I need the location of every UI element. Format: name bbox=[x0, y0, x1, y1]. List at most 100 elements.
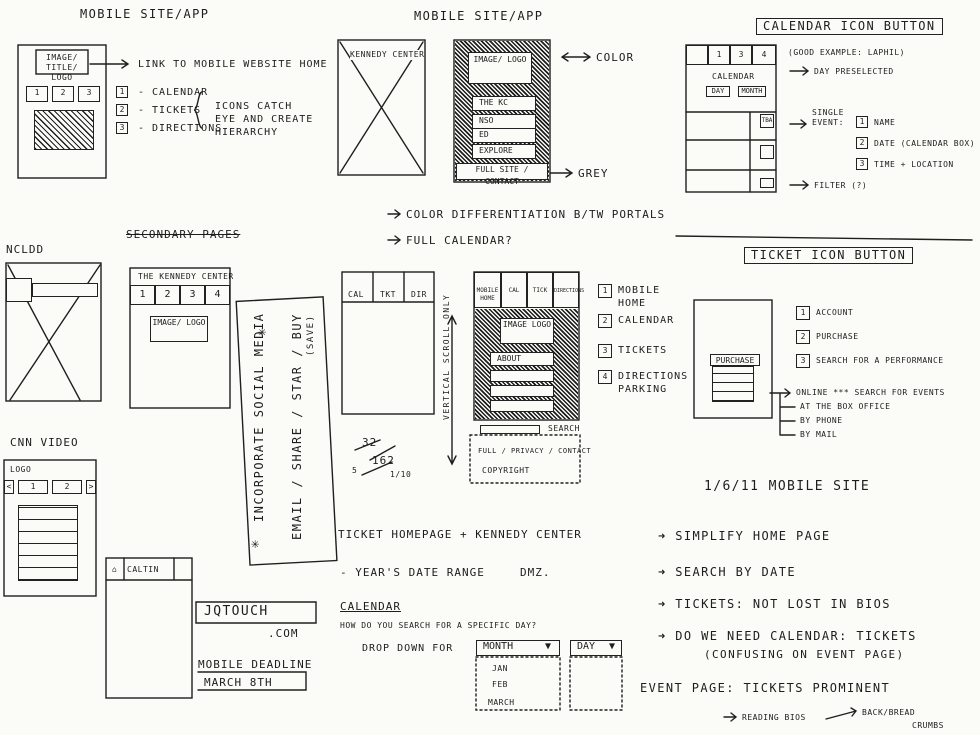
cnn-tab-2[interactable]: 2 bbox=[52, 480, 82, 494]
col1-phone-frame bbox=[17, 44, 107, 179]
cal-month-button[interactable]: MONTH bbox=[738, 86, 766, 97]
kennedy-tab-3[interactable]: 3 bbox=[180, 285, 205, 305]
cal-icon-heading: CALENDAR ICON BUTTON bbox=[756, 18, 943, 35]
col2-footer-bar[interactable]: FULL SITE / CONTACT bbox=[456, 163, 548, 186]
col2-image-logo: IMAGE/ LOGO bbox=[468, 52, 532, 84]
social-panel bbox=[235, 296, 338, 566]
cal-event-num: 3 bbox=[856, 158, 868, 170]
calendar-note: CALENDAR bbox=[340, 600, 401, 613]
month-option[interactable]: JAN bbox=[492, 664, 508, 673]
center-legend-num: 1 bbox=[598, 284, 612, 298]
center-menu-item[interactable] bbox=[490, 400, 554, 412]
center-footer-text: FULL / PRIVACY / CONTACT bbox=[478, 447, 592, 455]
cal-tab-1[interactable]: 1 bbox=[708, 45, 730, 65]
cnn-label: CNN VIDEO bbox=[10, 436, 79, 449]
center-b-tab[interactable]: CAL bbox=[501, 272, 527, 308]
ticket-item-num: 3 bbox=[796, 354, 810, 368]
center-legend-num: 2 bbox=[598, 314, 612, 328]
cal-filter: FILTER (?) bbox=[814, 181, 868, 190]
center-footer-dotted bbox=[469, 434, 581, 484]
col1-link-arrow bbox=[89, 59, 130, 69]
col2-menu-item[interactable]: EXPLORE bbox=[472, 144, 536, 159]
note-item: ➜ SEARCH BY DATE bbox=[658, 565, 796, 579]
note-item: ➜ TICKETS: NOT LOST IN BIOS bbox=[658, 597, 891, 611]
center-a-tab[interactable]: TKT bbox=[380, 290, 396, 299]
jqtouch-com: .COM bbox=[268, 627, 299, 640]
center-b-tab[interactable]: TICK bbox=[527, 272, 553, 308]
month-dropdown[interactable]: MONTH▼ bbox=[476, 640, 560, 656]
cnn-next-arrow[interactable]: > bbox=[86, 480, 96, 494]
cal-tab-hatched[interactable] bbox=[686, 45, 708, 65]
chevron-down-icon: ▼ bbox=[608, 641, 615, 652]
col1-icons-note: ICONS CATCH EYE AND CREATE HIERARCHY bbox=[215, 101, 314, 138]
cnn-phone bbox=[3, 459, 97, 597]
back-bread-note: BACK/BREAD bbox=[862, 708, 916, 717]
center-b-tab[interactable]: DIRECTIONS bbox=[553, 272, 584, 308]
kennedy-tab-2[interactable]: 2 bbox=[155, 285, 180, 305]
fraction-lines bbox=[354, 439, 396, 476]
cal-day-preselected: DAY PRESELECTED bbox=[814, 67, 894, 76]
kennedy-tab-4[interactable]: 4 bbox=[205, 285, 230, 305]
center-a-tab[interactable]: CAL bbox=[348, 290, 364, 299]
filter-arrow bbox=[789, 180, 810, 190]
cal-event-label: NAME bbox=[874, 118, 896, 127]
ncldd-label: NCLDD bbox=[6, 243, 45, 256]
ncldd-nav-bar[interactable] bbox=[32, 283, 98, 297]
secondary-pages-label: SECONDARY PAGES bbox=[126, 228, 241, 241]
color-diff-note: COLOR DIFFERENTIATION B/TW PORTALS bbox=[406, 208, 666, 221]
cnn-prev-arrow[interactable]: < bbox=[4, 480, 14, 494]
cal-date-box bbox=[760, 178, 774, 188]
col1-tab-3[interactable]: 3 bbox=[78, 86, 100, 102]
col1-tab-2[interactable]: 2 bbox=[52, 86, 74, 102]
legend-label: - DIRECTIONS bbox=[138, 123, 223, 134]
ticket-phone bbox=[693, 299, 773, 419]
full-calendar-note: FULL CALENDAR? bbox=[406, 234, 513, 247]
center-menu-item[interactable] bbox=[490, 370, 554, 382]
day-dropdown-label: DAY bbox=[577, 641, 596, 652]
center-legend-num: 3 bbox=[598, 344, 612, 358]
ticket-item-label: PURCHASE bbox=[816, 332, 859, 341]
caltin-tab[interactable]: CALTIN bbox=[127, 565, 159, 574]
cal-event-num: 1 bbox=[856, 116, 868, 128]
col2-kennedy-label: KENNEDY CENTER bbox=[350, 50, 425, 60]
vertical-scroll-label: VERTICAL SCROLL ONLY bbox=[442, 293, 451, 420]
ticket-purchase-button[interactable]: PURCHASE bbox=[710, 354, 760, 366]
center-b-tab[interactable]: MOBILE HOME bbox=[474, 272, 501, 308]
col2-menu-item[interactable]: NSO bbox=[472, 114, 536, 129]
cal-event-label: TIME + LOCATION bbox=[874, 160, 954, 169]
center-about-item[interactable]: ABOUT bbox=[490, 352, 554, 366]
col1-logo-box bbox=[35, 49, 89, 75]
col1-link-note: LINK TO MOBILE WEBSITE HOME bbox=[138, 59, 328, 70]
month-option[interactable]: MARCH bbox=[488, 698, 515, 707]
cal-phone-rows bbox=[685, 111, 777, 193]
ticket-icon-heading: TICKET ICON BUTTON bbox=[744, 247, 914, 264]
cal-tab-4[interactable]: 4 bbox=[752, 45, 776, 65]
cal-day-button[interactable]: DAY bbox=[706, 86, 730, 97]
legend-label: - TICKETS bbox=[138, 105, 202, 116]
center-legend-label: CALENDAR bbox=[618, 315, 675, 326]
day-dropdown[interactable]: DAY ▼ bbox=[570, 640, 622, 656]
kennedy-title: THE KENNEDY CENTER bbox=[138, 272, 234, 281]
fraction-num: 32 bbox=[362, 436, 378, 449]
col2-menu-item[interactable]: THE KC bbox=[472, 96, 536, 111]
center-menu-item[interactable] bbox=[490, 385, 554, 397]
caltin-tab-lines bbox=[105, 557, 193, 581]
month-option[interactable]: FEB bbox=[492, 680, 508, 689]
chevron-down-icon: ▼ bbox=[544, 641, 551, 652]
center-search-field[interactable] bbox=[480, 425, 540, 434]
col1-tab-1[interactable]: 1 bbox=[26, 86, 48, 102]
dmz-note: DMZ. bbox=[520, 566, 551, 579]
cal-tab-3[interactable]: 3 bbox=[730, 45, 752, 65]
col2-phone-hatched bbox=[453, 39, 551, 183]
years-note: - YEAR'S DATE RANGE bbox=[340, 566, 485, 579]
note-text: TICKETS: NOT LOST IN BIOS bbox=[675, 597, 891, 611]
ticket-item-num: 2 bbox=[796, 330, 810, 344]
cal-event-label: DATE (CALENDAR BOX) bbox=[874, 139, 976, 148]
kennedy-tab-1[interactable]: 1 bbox=[130, 285, 155, 305]
fraction-num: 5 bbox=[352, 466, 358, 475]
center-a-tab[interactable]: DIR bbox=[411, 290, 427, 299]
cnn-tab-1[interactable]: 1 bbox=[18, 480, 48, 494]
day-pre-arrow bbox=[789, 66, 810, 76]
col2-menu-item[interactable]: ED bbox=[472, 128, 536, 143]
ticket-option: BY MAIL bbox=[800, 430, 838, 439]
